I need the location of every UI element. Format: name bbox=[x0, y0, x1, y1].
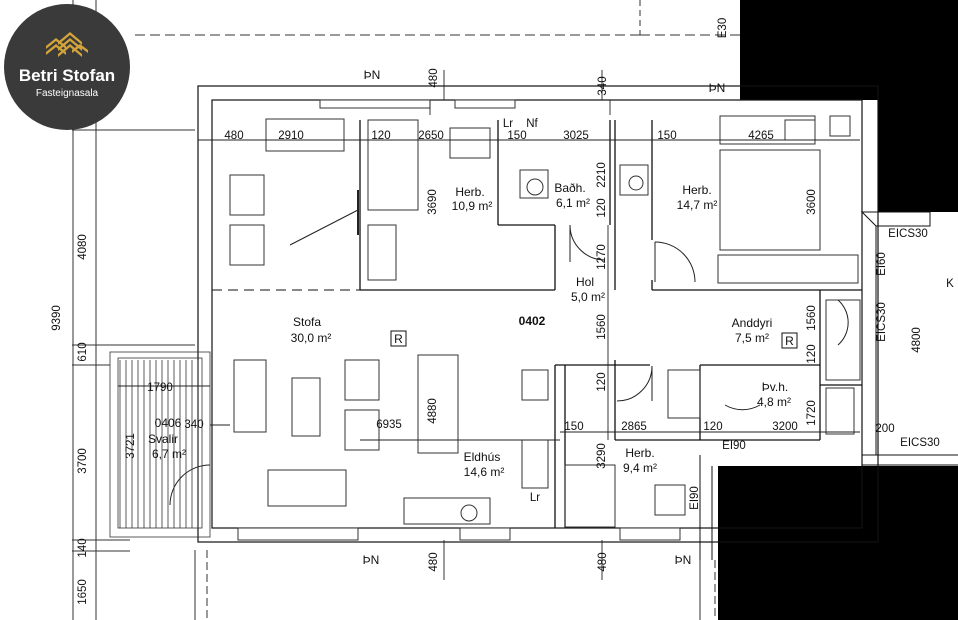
room-name-eldhus: Eldhús bbox=[464, 450, 501, 464]
dim-120-b: 120 bbox=[703, 421, 722, 433]
dim-3721: 3721 bbox=[125, 433, 137, 459]
dimension-lines bbox=[118, 70, 860, 580]
agency-logo: Betri Stofan Fasteignasala bbox=[4, 4, 130, 130]
dim-9390: 9390 bbox=[51, 305, 63, 331]
dim-140: 140 bbox=[77, 538, 89, 557]
label-eics30-vert: EICS30 bbox=[876, 302, 888, 342]
dim-2650: 2650 bbox=[418, 130, 444, 142]
room-name-bad: Baðh. bbox=[554, 181, 585, 195]
room-name-hol: Hol bbox=[576, 275, 594, 289]
logo-house-icon bbox=[46, 32, 88, 57]
room-area-bad: 6,1 m² bbox=[556, 196, 590, 210]
dim-150-c: 150 bbox=[564, 421, 583, 433]
lr-bath: Lr bbox=[503, 118, 513, 130]
label-ei90-v: EI90 bbox=[689, 486, 701, 510]
dim-4080: 4080 bbox=[77, 234, 89, 260]
agency-name: Betri Stofan bbox=[18, 66, 116, 85]
lr-kitchen: Lr bbox=[530, 492, 540, 504]
dim-3290: 3290 bbox=[596, 443, 608, 469]
dim-4265: 4265 bbox=[748, 130, 774, 142]
nf-bath: Nf bbox=[526, 118, 538, 130]
room-name-herb2: Herb. bbox=[682, 183, 711, 197]
dim-3690: 3690 bbox=[427, 189, 439, 215]
dim-1560-a: 1560 bbox=[596, 314, 608, 340]
dim-2210: 2210 bbox=[596, 162, 608, 188]
room-name-herb3: Herb. bbox=[625, 446, 654, 460]
room-name-stofa: Stofa bbox=[293, 315, 321, 329]
r-markers: R R bbox=[390, 330, 798, 349]
dim-120-v2: 120 bbox=[596, 372, 608, 391]
room-area-thvh: 4,8 m² bbox=[757, 395, 791, 409]
dim-150-a: 150 bbox=[507, 130, 526, 142]
room-area-eldhus: 14,6 m² bbox=[464, 465, 505, 479]
label-k: K bbox=[946, 278, 954, 290]
pn-bottom-right: ÞN bbox=[675, 553, 692, 567]
dim-120-v1: 120 bbox=[596, 198, 608, 217]
label-ei90-h: EI90 bbox=[722, 440, 746, 452]
dim-1560-b: 1560 bbox=[806, 305, 818, 331]
label-eics30-bottom: EICS30 bbox=[900, 437, 940, 449]
dim-480-top-l: 480 bbox=[428, 68, 440, 87]
room-area-herb3: 9,4 m² bbox=[623, 461, 657, 475]
dim-120-v3: 120 bbox=[806, 344, 818, 363]
site-lines bbox=[72, 0, 740, 620]
dim-150-b: 150 bbox=[657, 130, 676, 142]
r-marker-anddyri: R bbox=[785, 334, 794, 348]
room-name-thvh: Þv.h. bbox=[762, 380, 788, 394]
dim-3025: 3025 bbox=[563, 130, 589, 142]
room-area-herb2: 14,7 m² bbox=[677, 198, 718, 212]
dim-3700: 3700 bbox=[77, 448, 89, 474]
room-area-stofa: 30,0 m² bbox=[291, 331, 332, 345]
dim-1270: 1270 bbox=[596, 244, 608, 270]
dim-610: 610 bbox=[77, 342, 89, 361]
dim-1720: 1720 bbox=[806, 400, 818, 426]
dim-340-top: 340 bbox=[597, 76, 609, 95]
dim-2865: 2865 bbox=[621, 421, 647, 433]
dim-200: 200 bbox=[875, 423, 894, 435]
pn-top-left: ÞN bbox=[364, 68, 381, 82]
room-area-hol: 5,0 m² bbox=[571, 290, 605, 304]
pn-bottom-left: ÞN bbox=[363, 553, 380, 567]
room-area-svalir: 6,7 m² bbox=[152, 447, 186, 461]
label-e30: E30 bbox=[717, 18, 729, 38]
balcony bbox=[109, 351, 211, 538]
pn-top-right: ÞN bbox=[709, 81, 726, 95]
exterior-walls bbox=[197, 85, 958, 560]
r-marker-stofa: R bbox=[394, 332, 403, 346]
room-name-svalir: Svalir bbox=[148, 432, 178, 446]
agency-subtitle: Fasteignasala bbox=[35, 88, 99, 99]
room-name-anddyri: Anddyri bbox=[732, 316, 773, 330]
dim-480-left: 480 bbox=[224, 130, 243, 142]
neighbour-blocks bbox=[718, 0, 958, 620]
dim-480-bottom-r: 480 bbox=[597, 552, 609, 571]
balcony-code: 0406 bbox=[155, 416, 182, 430]
room-name-herb1: Herb. bbox=[455, 185, 484, 199]
room-area-anddyri: 7,5 m² bbox=[735, 331, 769, 345]
dim-120-a: 120 bbox=[371, 130, 390, 142]
dim-2910: 2910 bbox=[278, 130, 304, 142]
dim-4800: 4800 bbox=[911, 327, 923, 353]
windows bbox=[237, 99, 851, 541]
dim-3600: 3600 bbox=[806, 189, 818, 215]
room-labels: Stofa 30,0 m² Herb. 10,9 m² Baðh. 6,1 m²… bbox=[148, 181, 791, 479]
label-ei60: EI60 bbox=[876, 252, 888, 276]
dimension-texts-h: 480 2910 120 2650 150 3025 150 4265 1790… bbox=[147, 130, 894, 435]
label-eics30-top: EICS30 bbox=[888, 228, 928, 240]
dim-340: 340 bbox=[184, 419, 203, 431]
dim-1650: 1650 bbox=[77, 579, 89, 605]
pn-markers: ÞN ÞN ÞN ÞN Lr Nf Lr bbox=[363, 68, 726, 567]
dim-480-bottom-l: 480 bbox=[428, 552, 440, 571]
room-area-herb1: 10,9 m² bbox=[452, 199, 493, 213]
dim-1790: 1790 bbox=[147, 382, 173, 394]
unit-code: 0402 bbox=[519, 314, 546, 328]
doors bbox=[169, 190, 849, 506]
dim-3200: 3200 bbox=[772, 421, 798, 433]
furniture bbox=[229, 119, 861, 528]
dim-6935: 6935 bbox=[376, 419, 402, 431]
dim-4880: 4880 bbox=[427, 398, 439, 424]
fire-labels: EICS30 EICS30 EICS30 EI60 EI90 EI90 E30 … bbox=[689, 18, 954, 510]
